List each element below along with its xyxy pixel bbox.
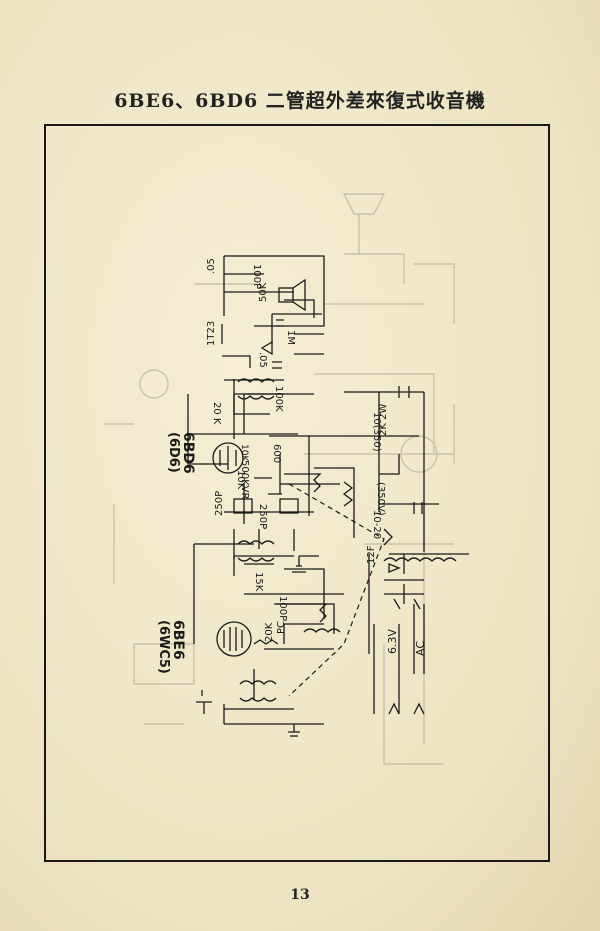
- label-r-50k: 50K: [258, 282, 269, 302]
- label-c-250p-b: 250P: [257, 504, 268, 529]
- label-c-10-350: 10(350): [371, 412, 382, 452]
- label-ac: AC: [414, 641, 427, 656]
- converter-stage: [193, 540, 344, 737]
- label-c-250p-a: 250P: [214, 491, 225, 516]
- show-through-ghost: [104, 193, 455, 765]
- power-supply-section: [344, 386, 469, 715]
- label-pc: PC: [276, 621, 287, 634]
- label-r-20k-b: 20K: [264, 622, 275, 642]
- label-r-15k: 15K: [253, 572, 264, 592]
- label-c-350v: (350V): [375, 482, 386, 516]
- page-number: 13: [290, 887, 310, 903]
- schematic-diagram: .05 100P 50K 1T23 1M .05 100K 20 K 10K 1…: [104, 193, 469, 765]
- label-r-2k-2w: 2K 2W: [378, 404, 389, 436]
- tube-6bd6-alt: (6D6): [166, 432, 181, 473]
- label-c-100p: 100P: [251, 264, 262, 289]
- rectifier-12f-symbol: [388, 563, 401, 573]
- page-title: 6BE6、6BD6 二管超外差來復式收音機: [114, 90, 486, 112]
- gang-tuning-link: [288, 483, 385, 697]
- label-c-10-20: 10-20: [371, 510, 382, 539]
- tube-6be6-alt: (6WC5): [156, 620, 171, 674]
- label-rect-12f: 12F: [366, 545, 377, 564]
- tube-6bd6-symbol: [212, 442, 244, 474]
- tube-6bd6-name: 6BD6: [180, 432, 196, 474]
- diode-1t23-symbol: [260, 340, 273, 356]
- label-r-1m: 1M: [285, 330, 296, 345]
- label-r-10k-b: 10K: [235, 470, 246, 490]
- label-c-100p-b: 100P: [277, 596, 288, 621]
- diagram-frame: [44, 124, 550, 862]
- label-c-05-mid: .05: [257, 352, 268, 368]
- label-r-100k: 100K: [273, 386, 284, 412]
- label-r-10k-a: 10K: [239, 444, 249, 462]
- label-r-500kvr: 500KVR: [239, 460, 250, 499]
- label-diode-1t23: 1T23: [206, 321, 217, 346]
- label-r-600: 600: [271, 444, 282, 463]
- if-amp-stage: [187, 378, 419, 573]
- tube-6be6-name: 6BE6: [170, 620, 186, 660]
- speaker-icon: [278, 287, 294, 303]
- label-r-20k-a: 20 K: [211, 402, 222, 425]
- audio-output-section: [221, 255, 325, 414]
- tube-6be6-symbol: [216, 621, 252, 657]
- label-c-05-top: .05: [206, 258, 217, 274]
- label-fil-6-3v: 6.3V: [386, 629, 399, 654]
- antenna-icon: [196, 690, 212, 714]
- component-labels: .05 100P 50K 1T23 1M .05 100K 20 K 10K 1…: [156, 258, 427, 674]
